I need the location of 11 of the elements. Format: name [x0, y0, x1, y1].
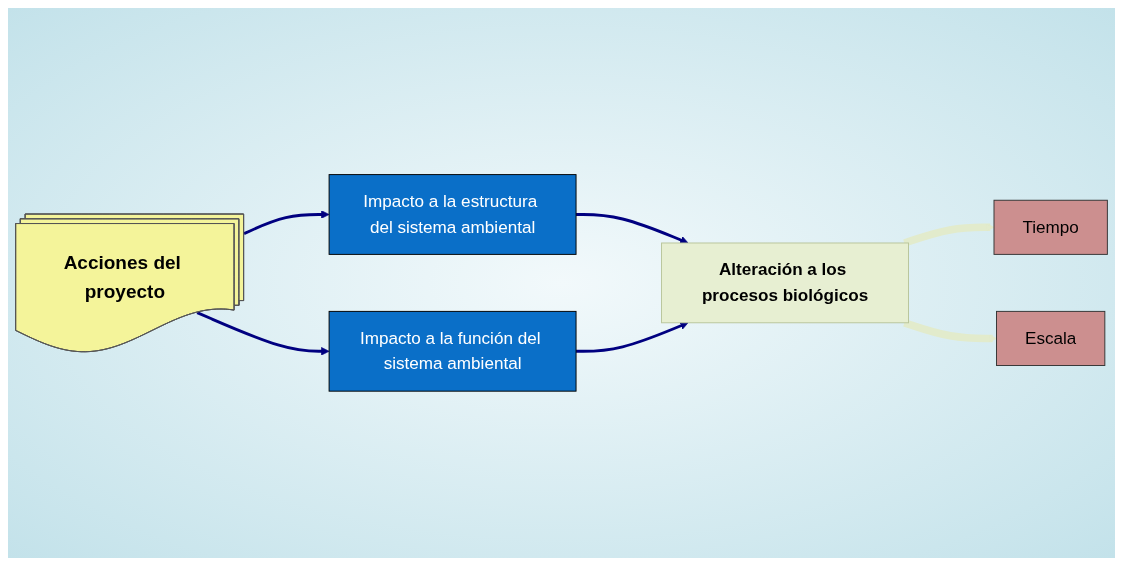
- node-box: Escala: [996, 311, 1106, 367]
- arrow: [196, 311, 330, 356]
- arrow: [576, 321, 689, 353]
- arrow: [903, 319, 997, 343]
- arrow: [903, 223, 995, 247]
- node-box: Impacto a la estructura del sistema ambiental: [328, 174, 577, 255]
- node-box: Impacto a la función del sistema ambiental: [328, 311, 577, 392]
- node-box: Tiempo: [993, 199, 1108, 255]
- arrow: [576, 213, 689, 245]
- arrow: [243, 210, 330, 236]
- node-box: Alteración a los procesos biológicos: [661, 242, 909, 324]
